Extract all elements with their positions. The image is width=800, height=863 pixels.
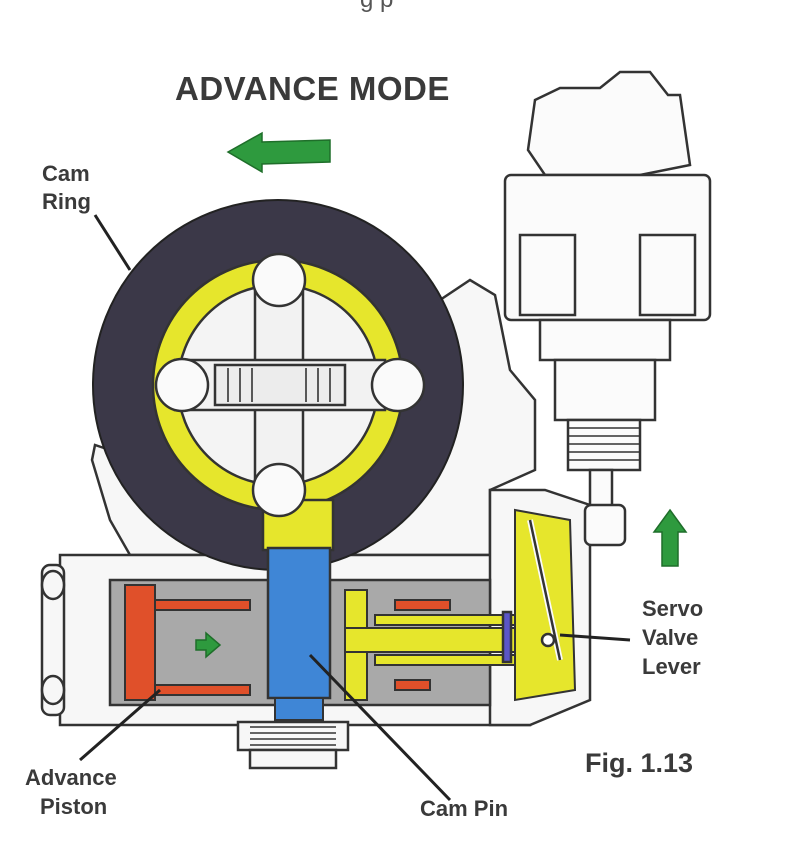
servo-label-line3: Lever: [642, 654, 701, 679]
advance-piston-label-line1: Advance: [25, 765, 117, 790]
servo-up-arrow: [652, 508, 688, 567]
cam-pin: [266, 546, 332, 700]
diagram-title: ADVANCE MODE: [175, 70, 450, 107]
bottom-nut-threads: [250, 726, 336, 746]
servo-solenoid: [503, 70, 712, 547]
cut-off-header-text: g p: [360, 0, 393, 14]
rotor-plungers: [173, 278, 387, 492]
cam-ring-label-line2: Ring: [42, 189, 91, 214]
figure-number: Fig. 1.13: [585, 748, 694, 778]
leader-lines: [79, 214, 631, 802]
piston-motion-arrow: [195, 631, 222, 659]
solenoid-threads: [568, 427, 640, 461]
cam-pin-base: [274, 697, 324, 721]
servo-valve-lever: [501, 519, 563, 664]
servo-passages-red: [394, 599, 451, 691]
servo-label-line2: Valve: [642, 625, 699, 650]
rotation-arrow: [226, 131, 331, 174]
servo-label-line1: Servo: [642, 596, 704, 621]
rotor-rollers: [154, 252, 426, 518]
plunger-ribs: [227, 368, 331, 402]
cam-ring-label-line1: Cam: [42, 161, 90, 186]
advance-piston-label-line2: Piston: [40, 794, 108, 819]
advance-piston-red: [124, 584, 251, 701]
cam-pin-label: Cam Pin: [420, 796, 509, 821]
